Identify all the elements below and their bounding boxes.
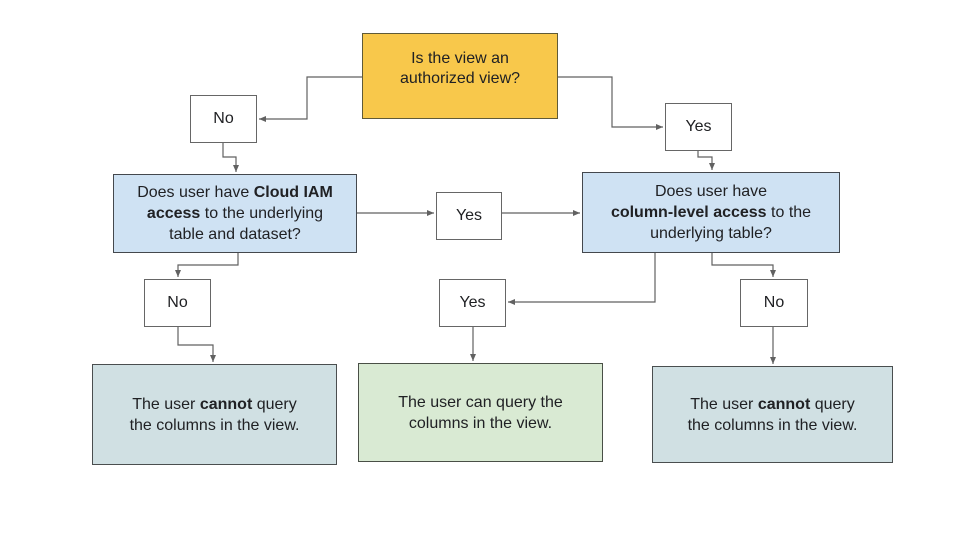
connector-iam-to-no-row3	[175, 253, 239, 277]
node-branch-yes-row3-mid: Yes	[439, 279, 506, 327]
node-column-level-decision: Does user have column-level access to th…	[582, 172, 840, 253]
node-outcome-cannot-left: The user cannot query the columns in the…	[92, 364, 337, 465]
outcome-cannot-left-text: The user cannot query the columns in the…	[129, 395, 300, 434]
column-level-decision-text: Does user have column-level access to th…	[610, 183, 812, 242]
branch-no-row3-left-text: No	[167, 294, 188, 311]
connector-column-to-no-row3	[711, 253, 776, 277]
outcome-cannot-right-text: The user cannot query the columns in the…	[687, 395, 858, 434]
node-outcome-cannot-right: The user cannot query the columns in the…	[652, 366, 893, 463]
connector-yes-to-column-decision	[697, 151, 715, 170]
branch-no-row3-right-text: No	[763, 294, 785, 311]
branch-yes-row3-mid-text: Yes	[459, 294, 486, 311]
node-outcome-can-query: The user can query the columns in the vi…	[358, 363, 603, 462]
branch-no-top-text: No	[213, 110, 234, 127]
connector-no-row3-to-outcome-left	[177, 327, 216, 362]
node-branch-yes-top: Yes	[665, 103, 732, 151]
node-authorized-view-question: Is the view an authorized view?	[362, 33, 558, 119]
node-branch-no-top: No	[190, 95, 257, 143]
connector-column-to-yes-row3	[508, 253, 656, 305]
node-branch-no-row3-right: No	[740, 279, 808, 327]
outcome-can-query-text: The user can query the columns in the vi…	[398, 393, 563, 432]
connector-no-to-iam-decision	[222, 143, 239, 172]
connector-authorized-to-yes	[558, 76, 663, 130]
cloud-iam-decision-text: Does user have Cloud IAM access to the u…	[137, 184, 333, 243]
node-branch-no-row3-left: No	[144, 279, 211, 327]
node-cloud-iam-decision: Does user have Cloud IAM access to the u…	[113, 174, 357, 253]
branch-yes-mid-text: Yes	[455, 207, 483, 224]
authorized-view-question-text: Is the view an authorized view?	[399, 50, 521, 87]
connector-authorized-to-no	[259, 76, 362, 122]
node-branch-yes-mid: Yes	[436, 192, 502, 240]
branch-yes-top-text: Yes	[685, 118, 712, 135]
